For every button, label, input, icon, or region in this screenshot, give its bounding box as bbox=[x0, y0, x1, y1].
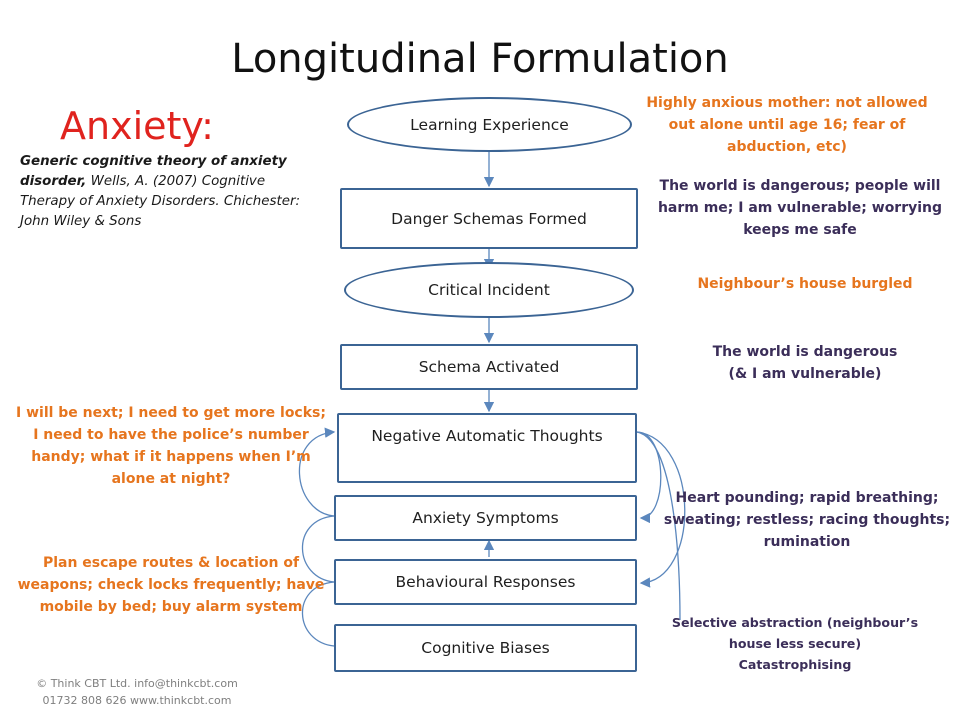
note-mother: Highly anxious mother: not allowed out a… bbox=[646, 95, 928, 155]
reference-citation: Generic cognitive theory of anxiety diso… bbox=[20, 152, 310, 232]
node-critical-incident: Critical Incident bbox=[344, 262, 634, 318]
note-behaviours: Plan escape routes & location of weapons… bbox=[17, 555, 325, 615]
note-world-dangerous-line1: The world is dangerous bbox=[712, 344, 898, 360]
note-biases-line2: Catastrophising bbox=[738, 657, 852, 672]
node-behavioural-responses: Behavioural Responses bbox=[334, 559, 637, 605]
anxiety-heading: Anxiety: bbox=[60, 104, 214, 148]
node-schema-activated: Schema Activated bbox=[340, 344, 638, 390]
node-cognitive-biases: Cognitive Biases bbox=[334, 624, 637, 672]
note-symptoms: Heart pounding; rapid breathing; sweatin… bbox=[663, 490, 951, 550]
loop-right-thoughts-to-behaviour bbox=[636, 431, 686, 588]
note-thoughts: I will be next; I need to get more locks… bbox=[16, 405, 326, 487]
copyright-line1: © Think CBT Ltd. info@thinkcbt.com bbox=[36, 677, 238, 690]
page-title: Longitudinal Formulation bbox=[231, 36, 729, 82]
note-world-dangerous-line2: (& I am vulnerable) bbox=[728, 366, 882, 382]
note-world-dangerous-short: The world is dangerous (& I am vulnerabl… bbox=[680, 341, 930, 385]
loop-left-behaviour-to-symptoms bbox=[301, 515, 335, 583]
loop-left-symptoms-to-thoughts bbox=[298, 427, 336, 517]
reference-rest: Wells, A. (2007) Cognitive Therapy of An… bbox=[20, 174, 300, 229]
loop-left-biases-to-behaviour bbox=[301, 581, 335, 647]
note-world-dangerous: The world is dangerous; people will harm… bbox=[657, 178, 943, 238]
loop-right-thoughts-to-biases bbox=[636, 431, 681, 621]
note-biases: Selective abstraction (neighbour’s house… bbox=[664, 612, 926, 675]
node-anxiety-symptoms: Anxiety Symptoms bbox=[334, 495, 637, 541]
note-burgled: Neighbour’s house burgled bbox=[697, 276, 913, 292]
reference-bold: Generic cognitive theory of anxiety diso… bbox=[20, 154, 287, 189]
loop-right-thoughts-to-symptoms bbox=[636, 431, 662, 524]
node-danger-schemas: Danger Schemas Formed bbox=[340, 188, 638, 249]
copyright-footer: © Think CBT Ltd. info@thinkcbt.com 01732… bbox=[22, 675, 252, 709]
note-biases-line1: Selective abstraction (neighbour’s house… bbox=[671, 615, 919, 651]
copyright-line2: 01732 808 626 www.thinkcbt.com bbox=[42, 694, 232, 707]
node-negative-thoughts: Negative Automatic Thoughts bbox=[337, 413, 637, 483]
node-learning-experience: Learning Experience bbox=[347, 97, 632, 152]
